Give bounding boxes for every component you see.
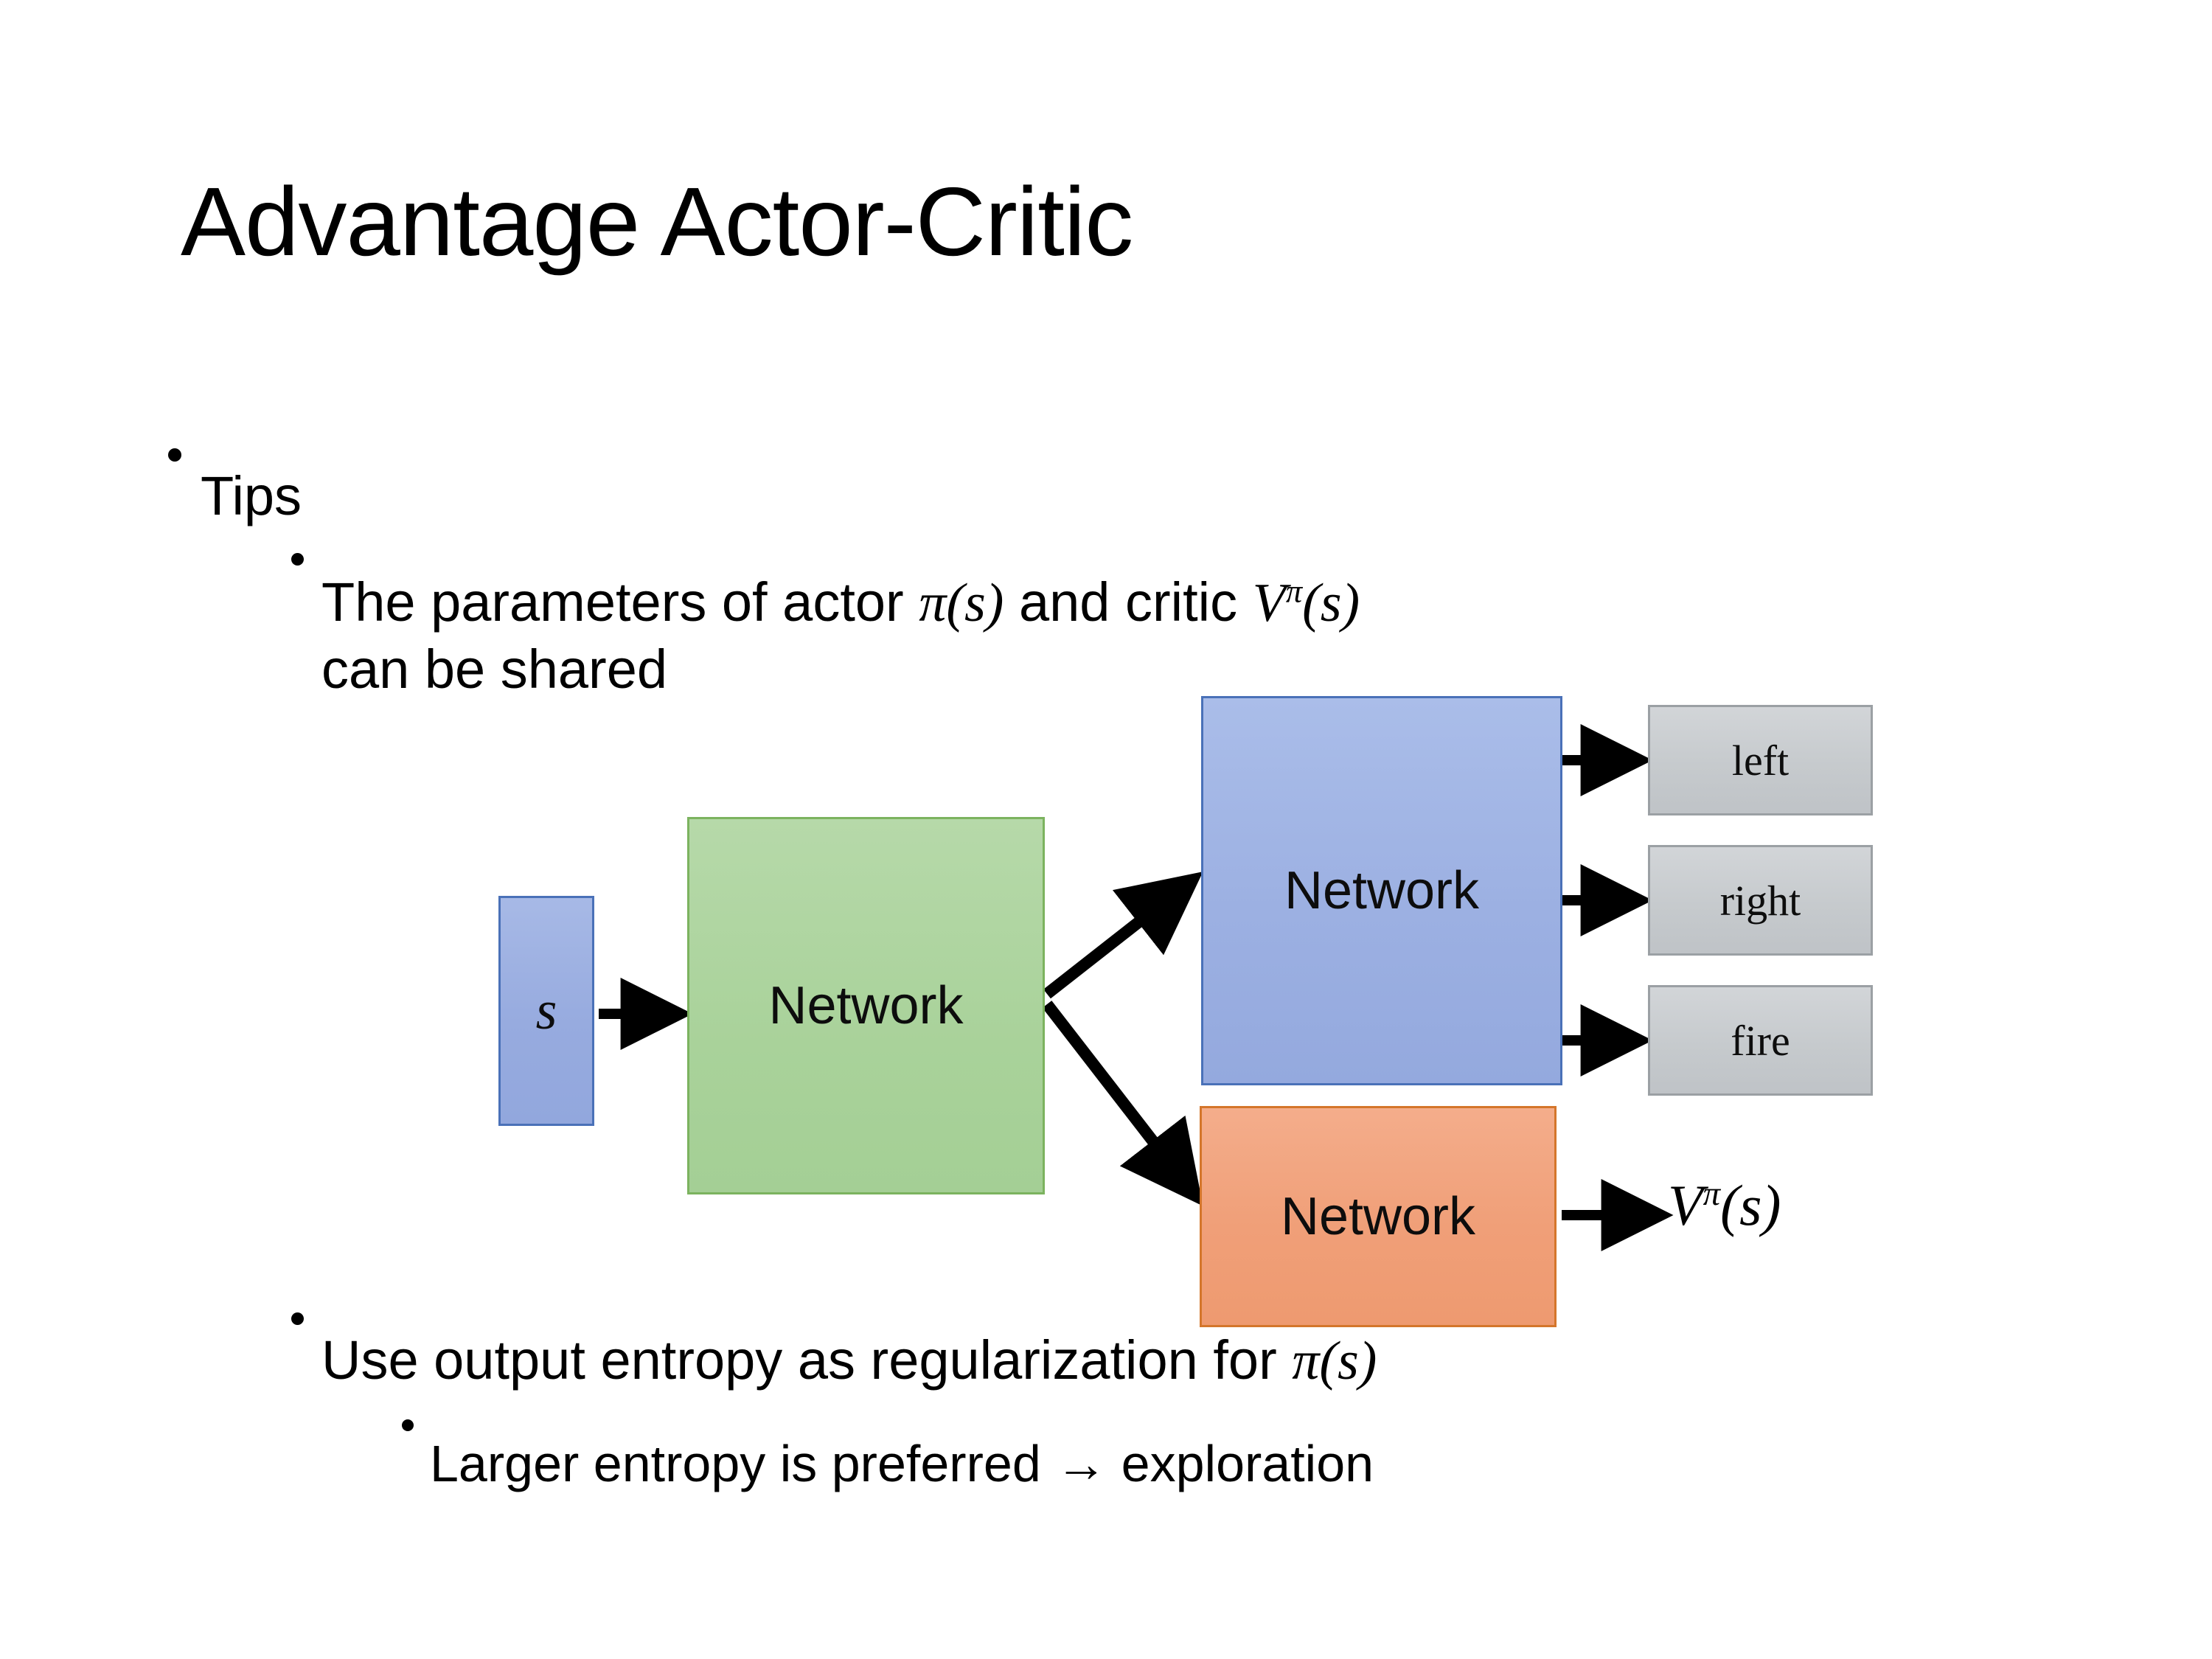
- bullet-entropy-text: Use output entropy as regularization for…: [321, 1329, 1377, 1393]
- critic-network-label: Network: [1280, 1187, 1476, 1246]
- params-middle: and critic: [1004, 571, 1253, 633]
- state-input-label: s: [535, 980, 557, 1041]
- params-prefix: The parameters of actor: [321, 571, 919, 633]
- bullet-tips: Tips: [168, 465, 302, 527]
- entropy-policy-math: π(s): [1292, 1331, 1377, 1391]
- action-output-fire-label: fire: [1731, 1016, 1790, 1065]
- critic-value-math: Vπ(s): [1253, 573, 1360, 633]
- critic-value-base: V: [1252, 573, 1286, 633]
- shared-network-label: Network: [768, 976, 964, 1035]
- page-title: Advantage Actor-Critic: [181, 167, 1133, 276]
- bullet-shared-parameters-text: The parameters of actor π(s) and critic …: [321, 569, 2105, 703]
- value-output-argument: (s): [1720, 1173, 1781, 1237]
- critic-network-box[interactable]: Network: [1200, 1106, 1557, 1327]
- bullet-dot-icon: [291, 1329, 321, 1341]
- bullet-larger-entropy: Larger entropy is preferred → exploratio…: [402, 1434, 1374, 1493]
- bullet-shared-parameters: The parameters of actor π(s) and critic …: [291, 569, 2105, 703]
- action-output-left[interactable]: left: [1648, 705, 1873, 815]
- critic-value-argument: (s): [1302, 573, 1360, 633]
- value-output-superscript: π: [1703, 1175, 1721, 1213]
- bullet-dot-icon: [402, 1434, 430, 1446]
- bullet-tips-label: Tips: [201, 465, 302, 526]
- state-input-box[interactable]: s: [498, 896, 594, 1126]
- value-output-math: Vπ(s): [1668, 1172, 1781, 1239]
- bullet-entropy-regularization: Use output entropy as regularization for…: [291, 1329, 1377, 1393]
- shared-network-box[interactable]: Network: [687, 817, 1045, 1194]
- params-second-line: can be shared: [321, 639, 668, 700]
- entropy-prefix: Use output entropy as regularization for: [321, 1329, 1293, 1391]
- action-output-right[interactable]: right: [1648, 845, 1873, 956]
- bullet-larger-entropy-label: Larger entropy is preferred → exploratio…: [430, 1435, 1374, 1492]
- actor-network-label: Network: [1284, 861, 1480, 920]
- action-output-right-label: right: [1719, 876, 1801, 925]
- action-output-fire[interactable]: fire: [1648, 985, 1873, 1096]
- actor-network-box[interactable]: Network: [1201, 696, 1562, 1085]
- action-output-left-label: left: [1731, 736, 1790, 785]
- critic-value-superscript: π: [1285, 572, 1303, 610]
- arrow-shared-to-actor: [1043, 872, 1203, 999]
- arrow-shared-to-critic: [1042, 1001, 1203, 1206]
- value-output-base: V: [1668, 1173, 1703, 1237]
- actor-policy-math: π(s): [919, 573, 1004, 633]
